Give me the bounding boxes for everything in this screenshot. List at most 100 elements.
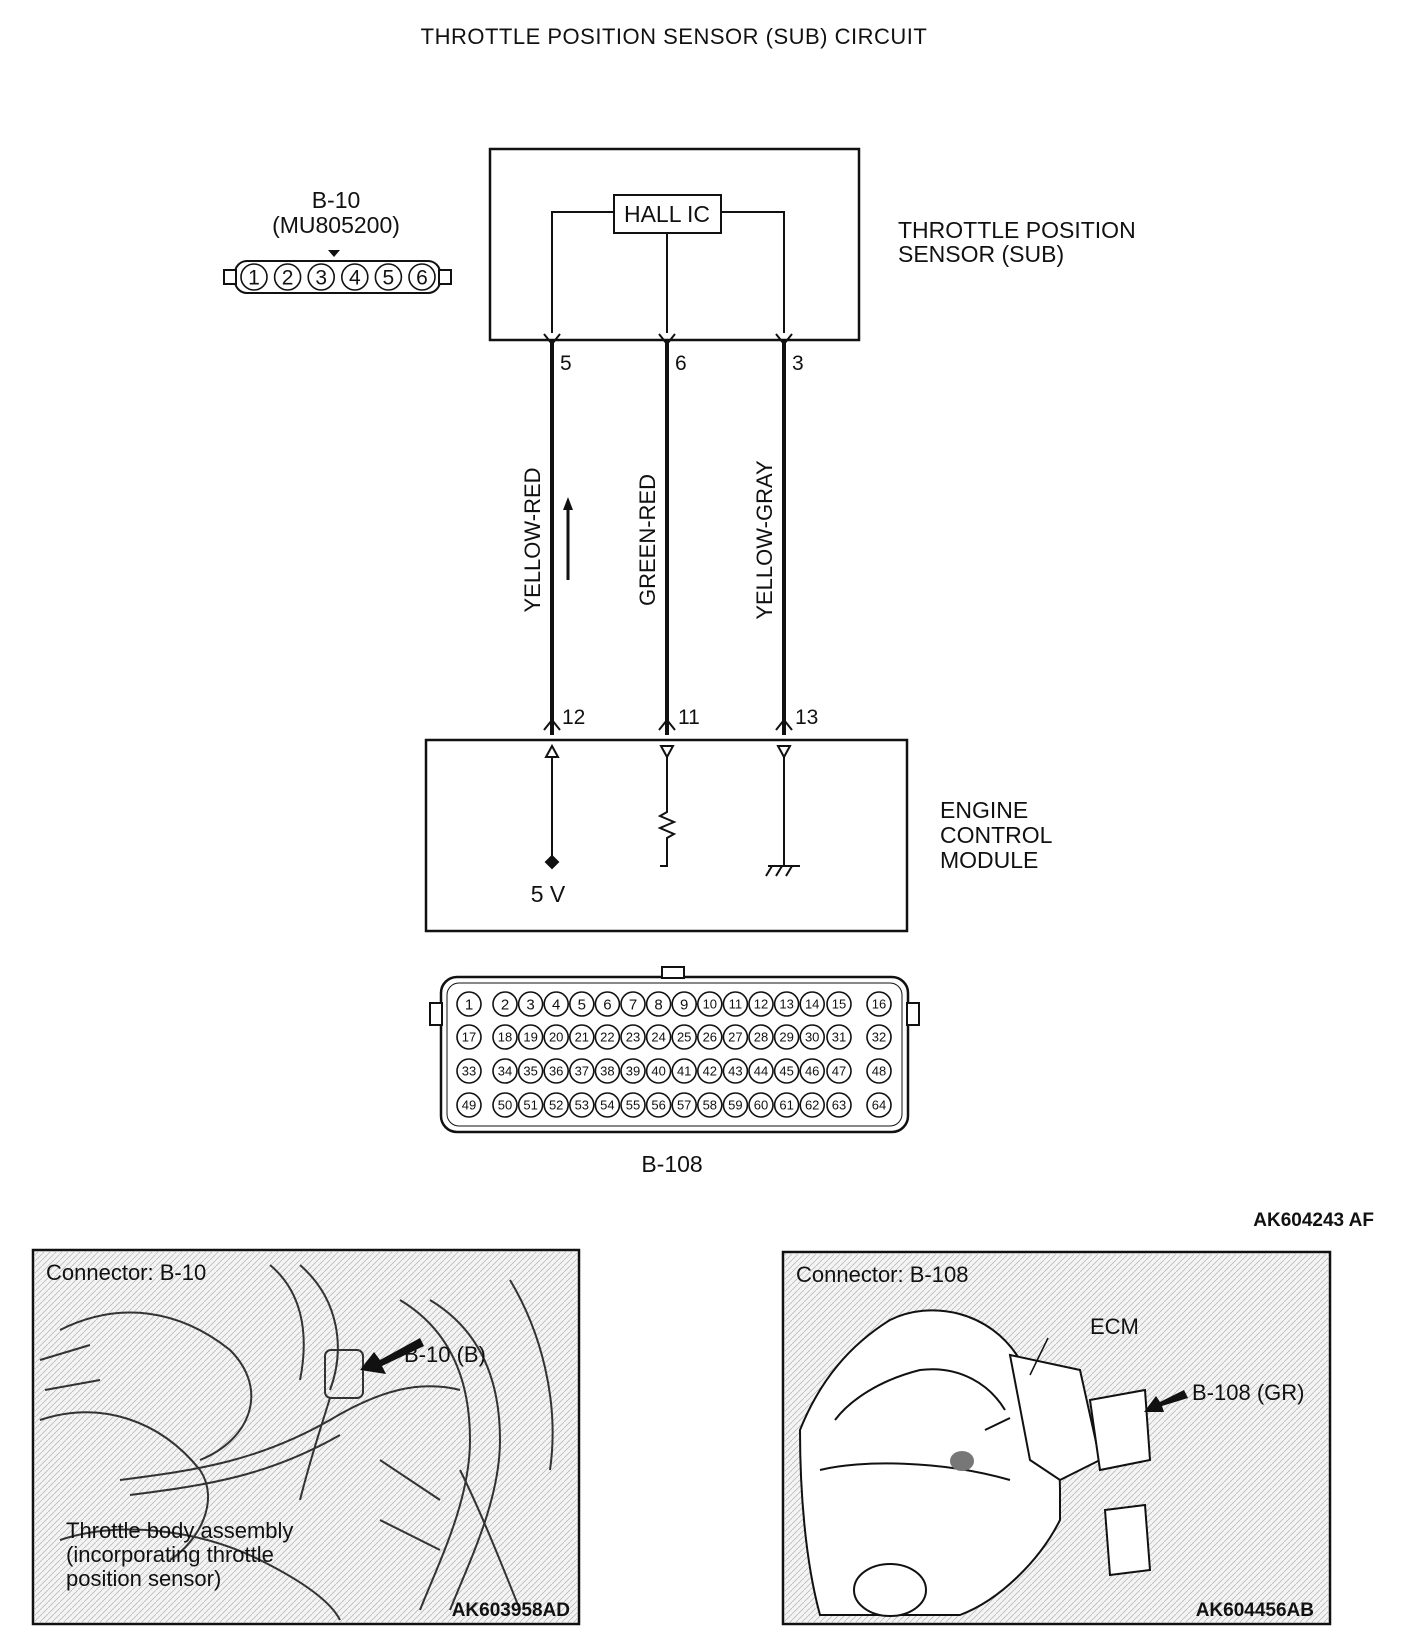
b108-pin-5-label: 5 xyxy=(578,996,586,1013)
sensor-label-line2: SENSOR (SUB) xyxy=(898,241,1064,267)
ecm-label-line1: ENGINE xyxy=(940,797,1028,823)
b108-pin-49-label: 49 xyxy=(462,1098,476,1113)
b108-pin-14-label: 14 xyxy=(805,997,819,1012)
diagram-title: THROTTLE POSITION SENSOR (SUB) CIRCUIT xyxy=(421,24,928,49)
b10-pin-2: 2 xyxy=(273,263,302,291)
b108-pin-56-label: 56 xyxy=(651,1098,665,1113)
wire-harness xyxy=(543,333,793,735)
b108-pin-16: 16 xyxy=(866,991,892,1017)
photo-left-code: AK603958AD xyxy=(452,1600,570,1621)
b108-pin-19: 19 xyxy=(517,1024,544,1050)
b108-pin-35-label: 35 xyxy=(523,1064,537,1079)
b108-pin-58-label: 58 xyxy=(703,1098,717,1113)
b108-pin-23: 23 xyxy=(620,1024,646,1050)
b108-pin-1: 1 xyxy=(456,991,482,1017)
photo-right-code: AK604456AB xyxy=(1196,1600,1314,1621)
b108-pin-13-label: 13 xyxy=(779,997,793,1012)
ecm-pin-13: 13 xyxy=(795,706,818,729)
b108-pin-35: 35 xyxy=(517,1058,544,1084)
b108-pin-53: 53 xyxy=(568,1092,595,1118)
b108-pin-42-label: 42 xyxy=(703,1064,717,1079)
b108-pin-27-label: 27 xyxy=(728,1030,742,1045)
b108-pin-12: 12 xyxy=(748,991,774,1017)
wire-color-yellow-gray: YELLOW-GRAY xyxy=(752,460,777,620)
b108-pin-60-label: 60 xyxy=(754,1098,768,1113)
b108-pin-9-label: 9 xyxy=(680,996,688,1013)
b108-pin-56: 56 xyxy=(645,1092,672,1118)
b108-pin-38-label: 38 xyxy=(600,1064,614,1079)
b108-pin-6-label: 6 xyxy=(603,996,611,1013)
b10-pin-6: 6 xyxy=(408,263,436,291)
wire-color-green-red: GREEN-RED xyxy=(635,474,660,606)
b108-pin-59-label: 59 xyxy=(728,1098,742,1113)
b108-pin-18: 18 xyxy=(492,1024,518,1050)
ecm-pin-12: 12 xyxy=(562,706,585,729)
b108-pin-45-label: 45 xyxy=(779,1064,793,1079)
b108-pin-16-label: 16 xyxy=(872,997,886,1012)
b108-pin-40-label: 40 xyxy=(651,1064,665,1079)
b108-pin-3: 3 xyxy=(517,991,544,1017)
b10-part-number: (MU805200) xyxy=(272,212,400,238)
b108-pin-22-label: 22 xyxy=(600,1030,614,1045)
photo-left-caption-line2: (incorporating throttle xyxy=(66,1542,274,1567)
b108-pin-7: 7 xyxy=(620,991,646,1017)
b108-pin-6: 6 xyxy=(594,991,621,1017)
b108-pin-62-label: 62 xyxy=(805,1098,819,1113)
b108-pin-46: 46 xyxy=(799,1058,826,1084)
b108-pin-58: 58 xyxy=(696,1092,723,1118)
photo-left-callout: B-10 (B) xyxy=(404,1342,486,1367)
b108-pin-48: 48 xyxy=(866,1058,892,1084)
b108-pin-15: 15 xyxy=(826,991,852,1017)
b10-pin-4-label: 4 xyxy=(349,267,361,290)
b108-pin-52: 52 xyxy=(543,1092,570,1118)
b108-pin-31-label: 31 xyxy=(832,1030,846,1045)
photo-left-caption-line3: position sensor) xyxy=(66,1566,221,1591)
b108-pin-41: 41 xyxy=(671,1058,698,1084)
b108-pin-59: 59 xyxy=(722,1092,749,1118)
hall-ic-box xyxy=(613,194,722,234)
b108-pin-1-label: 1 xyxy=(465,996,473,1013)
b108-name: B-108 xyxy=(641,1151,702,1177)
b108-pin-64: 64 xyxy=(866,1092,892,1118)
photo-left-caption-line1: Throttle body assembly xyxy=(66,1518,293,1543)
b108-pin-46-label: 46 xyxy=(805,1064,819,1079)
b10-pin-4: 4 xyxy=(340,263,369,291)
b108-pin-17-label: 17 xyxy=(462,1030,476,1045)
sensor-pin-5: 5 xyxy=(560,352,572,375)
b10-pin-3-label: 3 xyxy=(315,267,327,290)
photo-left-title: Connector: B-10 xyxy=(46,1260,206,1285)
b108-pin-62: 62 xyxy=(799,1092,826,1118)
b10-pin-1: 1 xyxy=(240,263,268,291)
b108-pin-37-label: 37 xyxy=(575,1064,589,1079)
b108-pin-48-label: 48 xyxy=(872,1064,886,1079)
b108-pin-29: 29 xyxy=(773,1024,800,1050)
b108-pin-36: 36 xyxy=(543,1058,570,1084)
b108-pin-28-label: 28 xyxy=(754,1030,768,1045)
b108-pin-8: 8 xyxy=(645,991,672,1017)
b108-pin-31: 31 xyxy=(826,1024,852,1050)
ecm-supply-label: 5 V xyxy=(531,881,566,907)
b108-pin-29-label: 29 xyxy=(779,1030,793,1045)
b108-pin-10: 10 xyxy=(696,991,723,1017)
b10-pin-5-label: 5 xyxy=(383,267,395,290)
b108-pin-32: 32 xyxy=(866,1024,892,1050)
b108-pin-5: 5 xyxy=(568,991,595,1017)
b108-pin-28: 28 xyxy=(748,1024,774,1050)
b108-pin-44-label: 44 xyxy=(754,1064,768,1079)
connector-b108-illustration xyxy=(781,1250,1332,1626)
photo-right-title: Connector: B-108 xyxy=(796,1262,968,1287)
ecm-label-line2: CONTROL xyxy=(940,822,1053,848)
b108-pin-47: 47 xyxy=(826,1058,852,1084)
b108-pin-40: 40 xyxy=(645,1058,672,1084)
hall-ic-label: HALL IC xyxy=(624,201,710,227)
b108-pin-11-label: 11 xyxy=(729,997,743,1012)
b108-pin-25-label: 25 xyxy=(677,1030,691,1045)
b108-pin-21-label: 21 xyxy=(575,1030,589,1045)
wire-color-yellow-red: YELLOW-RED xyxy=(520,467,545,612)
b108-pin-2: 2 xyxy=(492,991,518,1017)
diagram-code: AK604243 AF xyxy=(1253,1210,1374,1231)
b108-pin-41-label: 41 xyxy=(677,1064,691,1079)
b108-pin-34: 34 xyxy=(492,1058,518,1084)
b108-pin-55: 55 xyxy=(620,1092,646,1118)
